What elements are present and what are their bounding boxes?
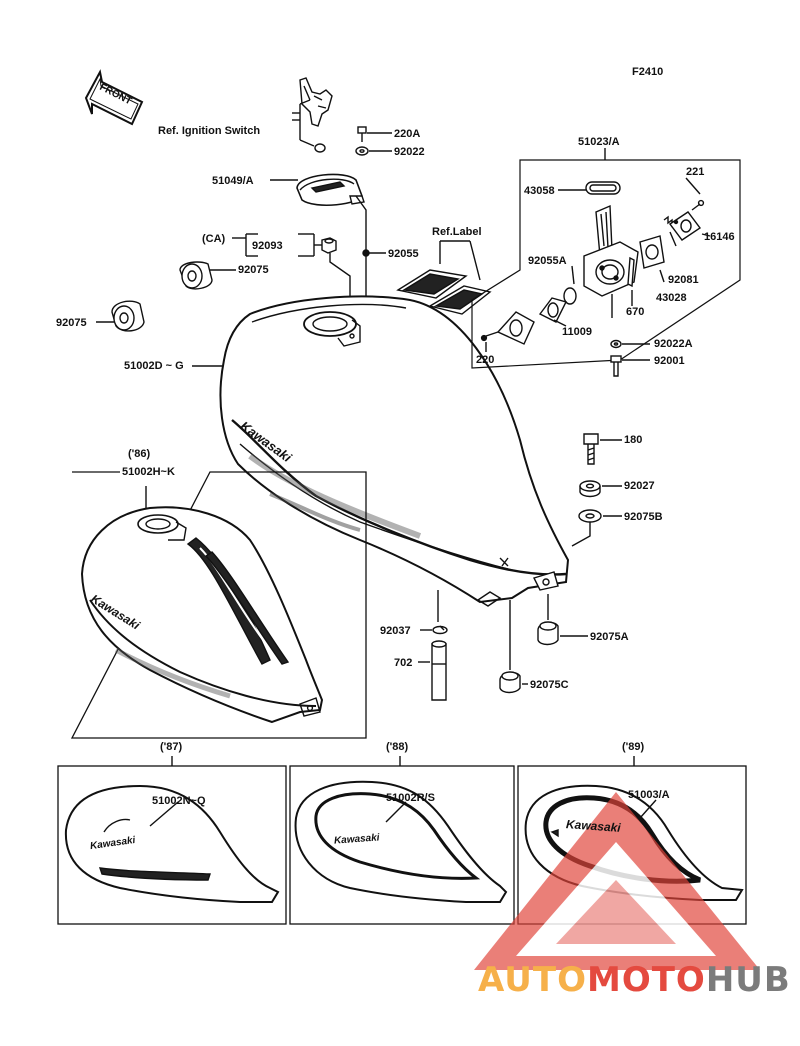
rubber-damper-92075-lower-icon bbox=[111, 300, 145, 332]
tank-1986 bbox=[80, 506, 324, 724]
bolt-220A-icon bbox=[357, 126, 367, 142]
label-180: 180 bbox=[624, 434, 643, 446]
label-43028: 43028 bbox=[656, 292, 687, 304]
label-51023A: 51023/A bbox=[578, 136, 620, 148]
rubber-damper-92075-upper-icon bbox=[179, 261, 213, 290]
label-92001: 92001 bbox=[654, 355, 685, 367]
washer-92055-icon bbox=[362, 249, 370, 257]
front-arrow-icon bbox=[84, 69, 144, 126]
label-year-89: ('89) bbox=[622, 741, 645, 753]
label-year-88: ('88) bbox=[386, 741, 409, 753]
main-fuel-tank bbox=[219, 295, 570, 607]
label-year-86: ('86) bbox=[128, 448, 151, 460]
tank-1987 bbox=[64, 784, 280, 903]
fuel-cap-icon bbox=[296, 173, 365, 206]
washer-92022-icon bbox=[355, 146, 369, 156]
nut-92093-icon bbox=[321, 237, 337, 254]
label-92075-lower: 92075 bbox=[56, 317, 87, 329]
ignition-switch-icon bbox=[299, 77, 333, 153]
label-51002D-G: 51002D ~ G bbox=[124, 360, 184, 372]
label-92037: 92037 bbox=[380, 625, 411, 637]
label-43058: 43058 bbox=[524, 185, 555, 197]
label-ref-ignition: Ref. Ignition Switch bbox=[158, 125, 261, 137]
label-11009: 11009 bbox=[562, 326, 592, 338]
tank-brand-89: Kawasaki bbox=[565, 817, 622, 835]
label-92075B: 92075B bbox=[624, 511, 663, 523]
label-92022A: 92022A bbox=[654, 338, 693, 350]
label-51002R-S: 51002R/S bbox=[386, 792, 435, 804]
bolt-180-icon bbox=[583, 433, 599, 465]
tank-1988 bbox=[294, 780, 508, 903]
figure-code: F2410 bbox=[632, 66, 664, 78]
label-92075C: 92075C bbox=[530, 679, 569, 691]
label-92081: 92081 bbox=[668, 274, 699, 286]
watermark-moto: MOTO bbox=[586, 960, 706, 1000]
label-220: 220 bbox=[476, 354, 495, 366]
label-51049A: 51049/A bbox=[212, 175, 254, 187]
rubber-92075C-icon bbox=[499, 671, 521, 694]
watermark-logo: AUTOMOTOHUB bbox=[478, 960, 791, 1000]
label-16146: 16146 bbox=[704, 231, 735, 243]
label-220A: 220A bbox=[394, 128, 421, 140]
label-670: 670 bbox=[626, 306, 645, 318]
watermark-hub: HUB bbox=[705, 960, 791, 1000]
label-92075-upper: 92075 bbox=[238, 264, 269, 276]
fuel-cock-assembly bbox=[480, 181, 705, 377]
label-92055A: 92055A bbox=[528, 255, 567, 267]
label-92093: 92093 bbox=[252, 240, 283, 252]
label-ref-label: Ref.Label bbox=[432, 226, 482, 238]
label-92055: 92055 bbox=[388, 248, 419, 260]
label-702: 702 bbox=[394, 657, 413, 669]
label-221: 221 bbox=[686, 166, 705, 178]
label-51002N-Q: 51002N~Q bbox=[152, 795, 206, 807]
rubber-92075A-icon bbox=[537, 621, 559, 646]
label-92075A: 92075A bbox=[590, 631, 629, 643]
hose-702-icon bbox=[431, 640, 447, 701]
collar-92027-icon bbox=[579, 480, 601, 498]
watermark-triangle-icon bbox=[474, 792, 760, 970]
clip-92037-icon bbox=[432, 625, 448, 635]
label-ca: (CA) bbox=[202, 233, 226, 245]
watermark-auto: AUTO bbox=[478, 960, 587, 1000]
label-51003A: 51003/A bbox=[628, 789, 670, 801]
warning-label-1 bbox=[396, 269, 468, 299]
label-year-87: ('87) bbox=[160, 741, 183, 753]
label-92022: 92022 bbox=[394, 146, 425, 158]
label-92027: 92027 bbox=[624, 480, 655, 492]
washer-92075B-icon bbox=[578, 509, 602, 523]
label-51002H-K: 51002H~K bbox=[122, 466, 175, 478]
